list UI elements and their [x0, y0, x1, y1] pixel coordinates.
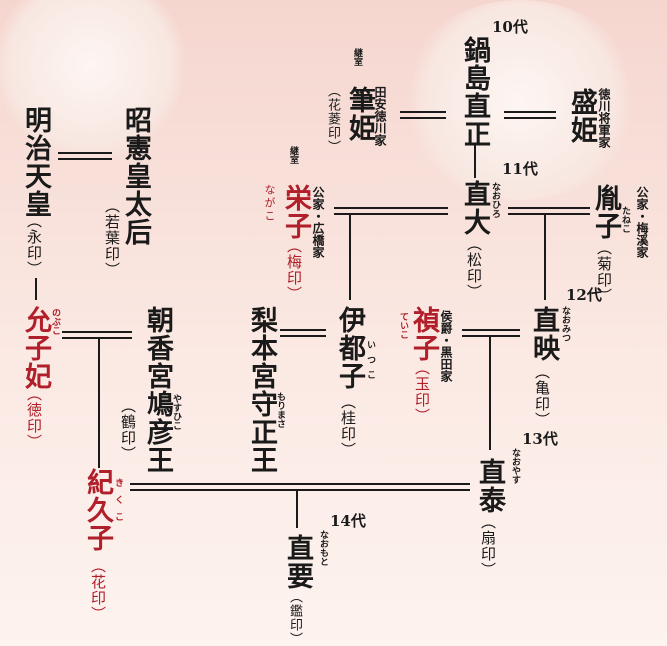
nobuko-seal: （徳印）: [25, 386, 43, 450]
naomoto-name: 直要: [282, 534, 313, 590]
fudehime-seal: （花菱印）: [325, 84, 340, 154]
naomitsu-seal: （亀印）: [533, 364, 551, 428]
itsuko-name: 伊都子: [334, 306, 365, 390]
eiko-name: 栄子: [280, 184, 311, 240]
eiko-title: 継室: [288, 146, 298, 164]
morihime-family: 徳川将軍家: [597, 88, 611, 148]
teiko-family: 侯爵・黒田家: [439, 310, 453, 382]
taneko-furigana: たねこ: [620, 206, 630, 233]
naomitsu-furigana: なおみつ: [560, 306, 570, 342]
generation-12: 12代: [566, 286, 602, 304]
asaka-name: 朝香宮鳩彦王: [142, 306, 173, 474]
asaka-furigana: やすひこ: [171, 394, 181, 430]
kikuko-furigana: きくこ: [113, 478, 123, 529]
taneko-name: 胤子: [590, 184, 621, 240]
teiko-name: 禎子: [408, 306, 439, 362]
naoyasu-furigana: なおやす: [510, 448, 520, 484]
naomasa-name: 鍋島直正: [459, 36, 490, 148]
teiko-seal: （玉印）: [413, 360, 431, 424]
shoken-seal: （若葉印）: [103, 198, 121, 278]
fudehime-name: 筆姫: [344, 86, 375, 142]
itsuko-furigana: いつこ: [365, 340, 375, 385]
taneko-seal: （菊印）: [595, 240, 613, 304]
naohiro-furigana: なおひろ: [490, 182, 500, 218]
generation-13: 13代: [522, 430, 558, 448]
nabeshima-crest-icon: [400, 0, 640, 200]
naohiro-seal: （松印）: [465, 236, 483, 300]
teiko-furigana: ていこ: [398, 312, 408, 339]
nobuko-furigana: のぶこ: [50, 308, 60, 335]
generation-14: 14代: [330, 512, 366, 530]
naomoto-furigana: なおもと: [318, 530, 328, 566]
fudehime-title: 継室: [352, 48, 362, 66]
morihime-name: 盛姫: [566, 88, 597, 144]
chrysanthemum-crest-icon: [0, 0, 185, 160]
nashimoto-furigana: もりまさ: [275, 392, 285, 428]
meiji-name: 明治天皇: [20, 106, 51, 218]
naohiro-name: 直大: [459, 180, 490, 236]
meiji-seal: （永印）: [25, 213, 43, 277]
nobuko-name: 允子妃: [20, 306, 51, 390]
kikuko-name: 紀久子: [82, 468, 113, 552]
eiko-family: 公家・広橋家: [311, 186, 325, 258]
itsuko-seal: （桂印）: [339, 394, 357, 458]
naoyasu-seal: （扇印）: [479, 514, 497, 578]
naomitsu-name: 直映: [528, 306, 559, 362]
eiko-furigana: ながこ: [263, 184, 276, 223]
generation-11: 11代: [502, 160, 538, 178]
shoken-name: 昭憲皇太后: [120, 106, 151, 246]
generation-10: 10代: [492, 18, 528, 36]
naomoto-seal: （鑑印）: [287, 590, 302, 646]
naoyasu-name: 直泰: [474, 458, 505, 514]
fudehime-family: 田安徳川家: [373, 86, 387, 146]
taneko-family: 公家・梅溪家: [635, 186, 649, 258]
nashimoto-name: 梨本宮守正王: [246, 306, 277, 474]
kikuko-seal: （花印）: [89, 558, 107, 622]
asaka-seal: （鶴印）: [119, 398, 137, 462]
eiko-seal: （梅印）: [285, 238, 303, 302]
